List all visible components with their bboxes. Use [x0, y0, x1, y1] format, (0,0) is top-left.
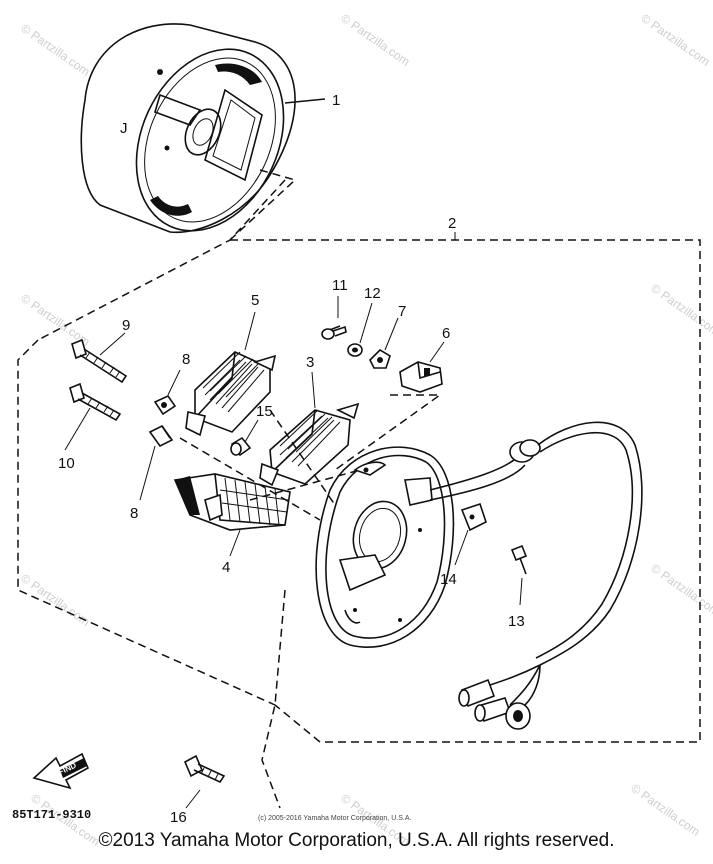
- clip-8-lower: [139, 424, 174, 501]
- part-label-10: 10: [58, 455, 75, 472]
- watermark: © Partzilla.com: [18, 21, 92, 79]
- part-label-16: 16: [170, 809, 187, 826]
- wire-clamp-14: [454, 502, 487, 566]
- pickup-coil-6: [399, 341, 445, 393]
- part-label-5: 5: [251, 292, 259, 309]
- assembly-guide-line: [179, 437, 321, 521]
- part-label-9: 9: [122, 317, 130, 334]
- charging-coil-4: [173, 473, 291, 557]
- part-label-1: 1: [332, 92, 340, 109]
- clip-8-upper: [153, 369, 181, 416]
- watermark: © Partzilla.com: [638, 11, 712, 69]
- wire-harness: [429, 421, 643, 730]
- watermark: © Partzilla.com: [648, 561, 713, 619]
- bolt-9: [71, 332, 128, 384]
- part-label-13: 13: [508, 613, 525, 630]
- assembly-guide-line: [261, 589, 286, 809]
- clamp-7: [369, 317, 399, 369]
- screw-16: [183, 754, 226, 809]
- watermark: © Partzilla.com: [18, 571, 92, 629]
- screw-11: [321, 296, 347, 340]
- source-coil-5: [185, 311, 277, 437]
- copyright-footer: ©2013 Yamaha Motor Corporation, U.S.A. A…: [98, 830, 615, 851]
- assembly-guide-line: [229, 169, 297, 241]
- watermark: © Partzilla.com: [648, 281, 713, 339]
- assembly-guide-line: [269, 409, 336, 506]
- find-arrow-icon: FIND: [32, 752, 90, 790]
- assembly-guide-line: [334, 394, 443, 471]
- screw-13: [510, 544, 528, 606]
- part-label-4: 4: [222, 559, 230, 576]
- part-label-11: 11: [332, 277, 348, 294]
- washer-12: [347, 302, 373, 357]
- part-label-12: 12: [364, 285, 381, 302]
- part-label-7: 7: [398, 303, 406, 320]
- svg-text:J: J: [120, 120, 128, 137]
- part-label-8-lower: 8: [130, 505, 138, 522]
- part-label-14: 14: [440, 571, 457, 588]
- part-label-6: 6: [442, 325, 450, 342]
- bolt-10: [64, 382, 122, 451]
- part-label-8-upper: 8: [182, 351, 190, 368]
- small-copyright: (c) 2005-2016 Yamaha Motor Corporation, …: [258, 815, 411, 822]
- part-label-2: 2: [448, 215, 456, 232]
- lighting-coil-3: [259, 371, 360, 487]
- watermark: © Partzilla.com: [338, 11, 412, 69]
- flywheel-rotor: J: [80, 23, 326, 234]
- stator-assembly-bracket: [17, 232, 701, 743]
- part-label-3: 3: [306, 354, 314, 371]
- diagram-code: 85T171-9310: [12, 808, 91, 822]
- part-label-15: 15: [256, 403, 273, 420]
- stator-base-plate: [315, 446, 455, 648]
- spacer-15: [230, 419, 259, 457]
- assembly-guide-line: [249, 469, 361, 501]
